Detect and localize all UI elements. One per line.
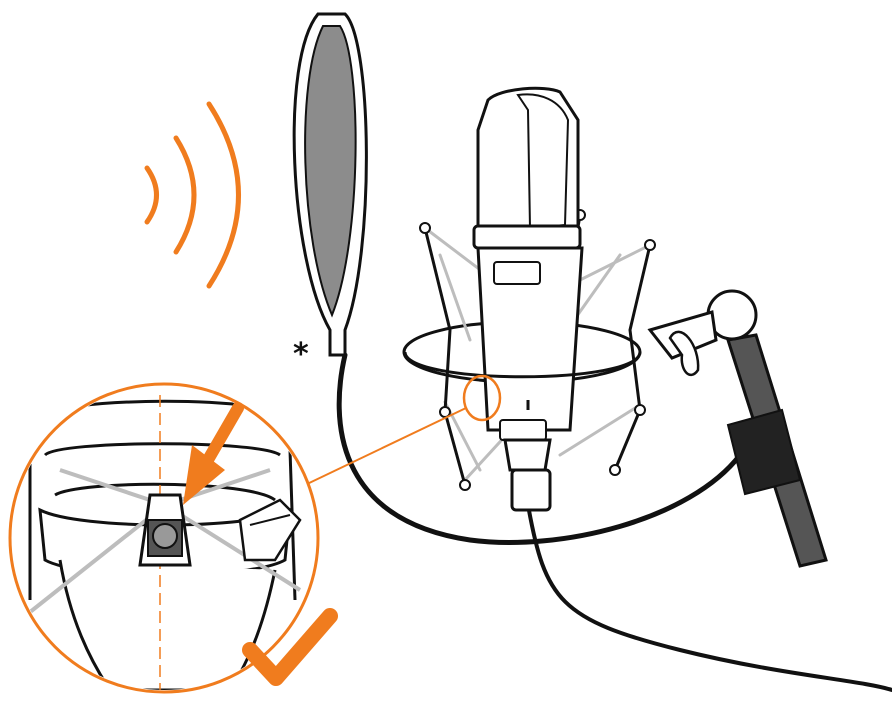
annotation-asterisk: * bbox=[293, 340, 309, 370]
detail-highlight-ring bbox=[305, 376, 500, 485]
sound-waves-icon bbox=[147, 104, 239, 286]
zoom-detail-circle bbox=[10, 384, 320, 697]
mic-stand bbox=[650, 291, 826, 566]
pop-filter bbox=[294, 14, 366, 355]
condenser-microphone bbox=[474, 88, 582, 510]
